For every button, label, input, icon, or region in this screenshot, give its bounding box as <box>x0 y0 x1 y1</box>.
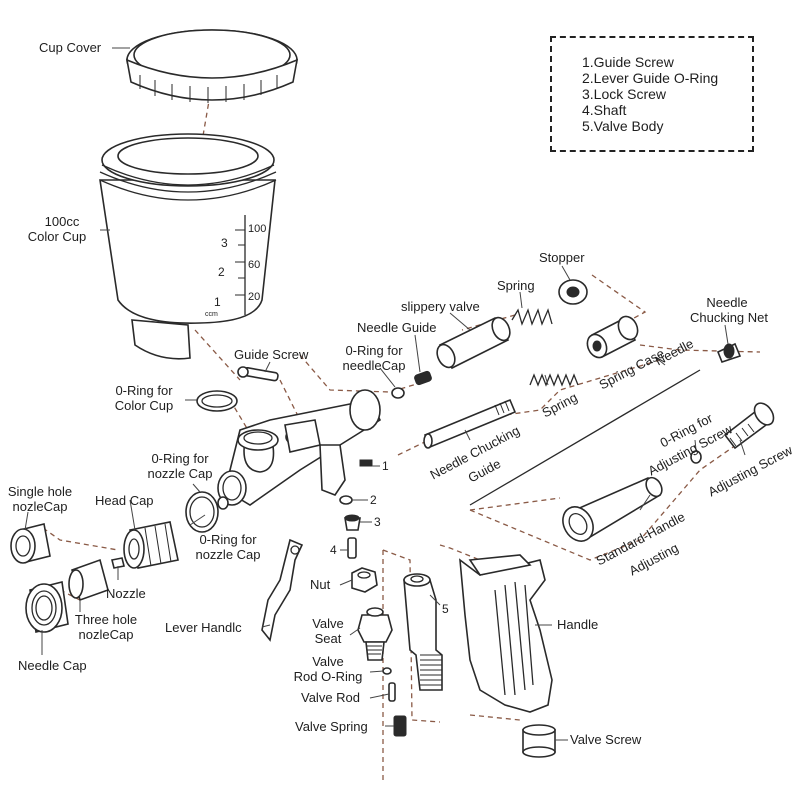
part4-shaft <box>347 537 357 559</box>
stopper-part <box>558 279 588 305</box>
part5-valve-body <box>403 573 443 691</box>
label-needle-guide: Needle Guide <box>357 320 437 335</box>
valve-seat-part <box>357 607 393 661</box>
part3-lock-screw <box>344 514 361 531</box>
lever-handle-part <box>261 538 304 642</box>
label-oring-nozzle-cap-l1: 0-Ring for <box>151 451 209 466</box>
nozzle-part <box>111 557 125 569</box>
label-handle: Handle <box>557 617 599 632</box>
legend-item-guide-screw: 1.Guide Screw <box>582 54 674 70</box>
valve-rod-part <box>388 682 396 702</box>
label-lever-handle: Lever Handlc <box>165 620 242 635</box>
label-head-cap: Head Cap <box>95 493 154 508</box>
color-cup <box>99 133 277 360</box>
label-valve-rod: Valve Rod <box>301 690 361 705</box>
nut-part <box>351 567 378 593</box>
part-number-3: 3 <box>374 515 381 529</box>
part-number-5: 5 <box>442 602 449 616</box>
label-stopper: Stopper <box>539 250 585 265</box>
leader-lines <box>24 47 746 741</box>
part1-guide-screw <box>359 459 373 467</box>
label-spring-top: Spring <box>497 278 535 293</box>
label-valve-screw: Valve Screw <box>570 732 642 747</box>
label-oring-nozzle-cap2-l2: nozzle Cap <box>195 547 261 562</box>
spring-case-part <box>586 315 639 359</box>
oring-adjusting-part <box>690 450 702 464</box>
cup-scale-right-20: 20 <box>248 291 261 303</box>
label-nozzle: Nozzle <box>106 586 146 601</box>
spring-mid-part <box>529 373 579 387</box>
label-oring-nozzle-cap-l2: nozzle Cap <box>147 466 213 481</box>
needle-chucking-net-part <box>716 342 742 363</box>
label-color-cup-size: 100cc <box>44 214 80 229</box>
valve-spring-part <box>393 715 407 737</box>
needle-chucking-guide-part <box>423 398 517 449</box>
oring-color-cup-part <box>196 390 238 412</box>
label-valve-rod-oring-l1: Valve <box>312 654 344 669</box>
cup-scale-unit: ccm <box>205 311 218 318</box>
part-number-1: 1 <box>382 459 389 473</box>
label-three-hole-l2: nozleCap <box>78 627 134 642</box>
label-needle-chucking-net-l1: Needle <box>706 295 748 310</box>
label-oring-needle-cap-l2: needleCap <box>342 358 406 373</box>
label-color-cup: Color Cup <box>27 229 87 244</box>
label-valve-seat-l2: Seat <box>314 631 342 646</box>
label-oring-nozzle-cap2-l1: 0-Ring for <box>199 532 257 547</box>
adjusting-screw-part <box>723 402 775 450</box>
label-single-hole-l1: Single hole <box>7 484 73 499</box>
label-slippery-valve: slippery valve <box>401 299 480 314</box>
head-cap-part <box>123 521 179 569</box>
oring-nozzle-cap-part <box>185 491 219 533</box>
label-valve-spring: Valve Spring <box>295 719 368 734</box>
legend-item-lever-guide-oring: 2.Lever Guide O-Ring <box>582 70 719 86</box>
oring-needle-cap-part <box>391 387 405 399</box>
legend-item-valve-body: 5.Valve Body <box>582 118 664 134</box>
needle-guide-part <box>414 370 432 386</box>
part-number-2: 2 <box>370 493 377 507</box>
needle-part <box>469 369 701 506</box>
label-needle-cap: Needle Cap <box>18 658 87 673</box>
guide-screw-part <box>237 366 279 382</box>
standard-handle-adjusting-part <box>562 476 663 542</box>
label-oring-color-cup-l2: Color Cup <box>114 398 174 413</box>
needle-cap-part <box>25 581 69 633</box>
cup-cover <box>125 29 299 103</box>
label-cup-cover: Cup Cover <box>39 40 102 55</box>
label-oring-color-cup-l1: 0-Ring for <box>115 383 173 398</box>
valve-screw-part <box>522 724 556 758</box>
cup-scale-left-3: 3 <box>221 236 228 250</box>
label-nut: Nut <box>310 577 331 592</box>
gun-body <box>217 389 382 506</box>
single-hole-nozzle-cap-part <box>10 523 51 564</box>
label-single-hole-l2: nozleCap <box>12 499 68 514</box>
label-valve-rod-oring-l2: Rod O-Ring <box>293 669 363 684</box>
cup-scale-right-100: 100 <box>248 223 267 235</box>
cup-scale-right-60: 60 <box>248 259 261 271</box>
label-oring-needle-cap-l1: 0-Ring for <box>345 343 403 358</box>
legend-item-shaft: 4.Shaft <box>582 102 627 118</box>
label-guide-screw: Guide Screw <box>234 347 309 362</box>
label-valve-seat-l1: Valve <box>312 616 344 631</box>
parts-legend: 1.Guide Screw 2.Lever Guide O-Ring 3.Loc… <box>550 36 754 152</box>
oring-nozzle-cap2-part <box>217 496 229 510</box>
three-hole-nozzle-cap-part <box>68 558 109 602</box>
cup-scale-left-1: 1 <box>214 295 221 309</box>
label-needle-chucking-net-l2: Chucking Net <box>689 310 769 325</box>
slippery-valve-part <box>436 316 511 370</box>
cup-scale-left-2: 2 <box>218 265 225 279</box>
label-three-hole-l1: Three hole <box>74 612 138 627</box>
valve-rod-oring-part <box>382 667 392 675</box>
legend-item-lock-screw: 3.Lock Screw <box>582 86 667 102</box>
spring-top-part <box>511 308 553 326</box>
part-number-4: 4 <box>330 543 337 557</box>
handle-part <box>459 554 553 713</box>
part2-oring <box>339 495 353 505</box>
